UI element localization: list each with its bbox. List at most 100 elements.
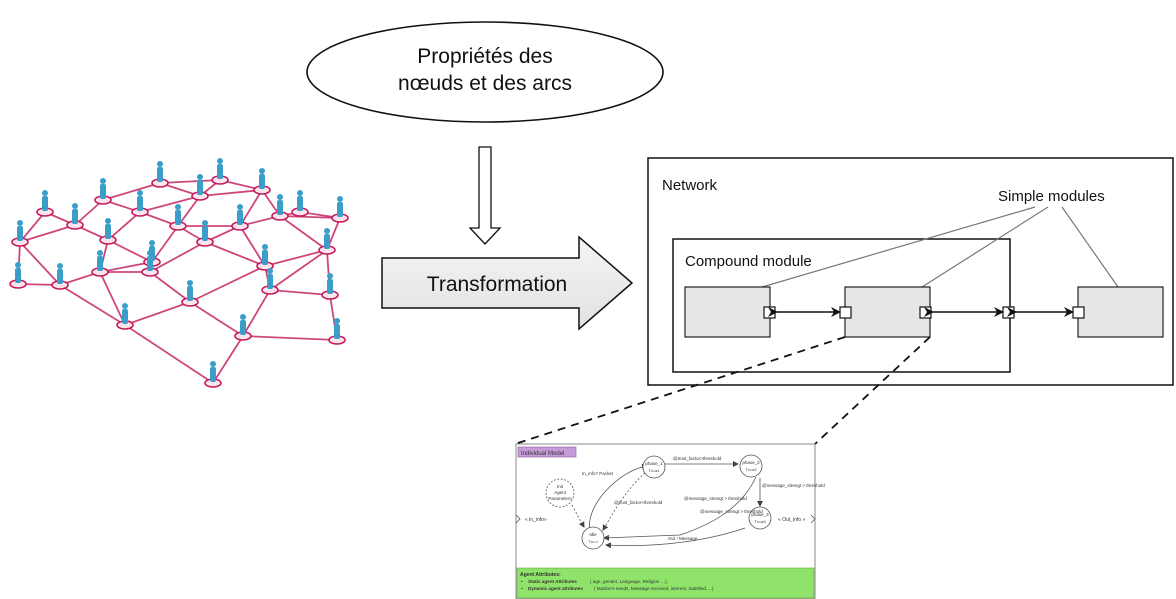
network-edge: [264, 249, 328, 267]
network-edge: [99, 271, 126, 326]
simple-module-3: [1077, 286, 1164, 338]
person-icon: [91, 250, 109, 277]
attributes-dynamic-label: Dynamic agent attributes: [528, 586, 583, 591]
network-edge: [74, 199, 104, 226]
state-idle-name: Idle: [589, 532, 597, 537]
network-edge: [99, 261, 153, 273]
person-icon: [191, 174, 209, 201]
network-edge: [242, 335, 338, 341]
state-phase1-name: phase_1: [645, 461, 663, 466]
social-network-illustration: [9, 158, 349, 388]
svg-text:•: •: [521, 579, 523, 584]
network-edge: [269, 289, 331, 296]
network-edge: [19, 241, 61, 286]
transition-trust-below: @trust_factor<threshold: [614, 500, 663, 505]
person-icon: [318, 228, 336, 255]
transformation-arrow: Transformation: [381, 235, 634, 331]
transformation-label: Transformation: [427, 273, 567, 296]
person-icon: [211, 158, 229, 185]
network-edge: [239, 189, 263, 227]
gate-port: [763, 306, 776, 319]
person-icon: [131, 190, 149, 217]
network-edge: [107, 239, 153, 263]
attributes-static-label: Static agent Attributes: [528, 579, 577, 584]
simple-module-1: [684, 286, 771, 338]
gate-port: [1072, 306, 1085, 319]
ellipse-line-2: nœuds et des arcs: [398, 72, 572, 95]
person-icon: [9, 262, 27, 289]
person-icon: [261, 268, 279, 295]
network-edge: [124, 324, 214, 384]
network-edge: [107, 211, 141, 241]
agent-attributes-panel: [516, 567, 815, 599]
network-edge: [239, 225, 266, 267]
state-phase3-tx: Tx=a3: [754, 519, 766, 524]
person-icon: [36, 190, 54, 217]
gate-port: [919, 306, 932, 319]
properties-ellipse: Propriétés des nœuds et des arcs: [306, 21, 664, 123]
attributes-dynamic-values: ( Maslov's needs, Message received, inte…: [594, 586, 714, 591]
network-edge: [59, 284, 126, 326]
state-init-line2: Agent: [554, 490, 567, 495]
network-edge: [102, 182, 161, 201]
state-init-line3: Parameters: [548, 496, 572, 501]
transition-out-message: Out ! Message: [668, 536, 698, 541]
person-icon: [271, 194, 289, 221]
transition-message-right: @message_strengt > threshold: [762, 483, 825, 488]
state-idle-tx: Tx=-t: [588, 539, 598, 544]
network-edge: [149, 271, 191, 303]
person-icon: [11, 220, 29, 247]
person-icon: [321, 273, 339, 300]
network-edge: [204, 241, 266, 267]
gate-port: [839, 306, 852, 319]
person-icon: [328, 318, 346, 345]
zoom-line-left: [514, 336, 846, 445]
simple-module-2: [844, 286, 931, 338]
state-phase3-name: phase_3: [751, 512, 769, 517]
network-edge: [139, 195, 201, 213]
transition-trust-above: @trust_factor>threshold: [673, 456, 722, 461]
network-edge: [189, 301, 244, 337]
person-icon: [51, 263, 69, 290]
network-edge: [149, 241, 206, 273]
person-icon: [181, 280, 199, 307]
in-info-port: « in_info»: [525, 517, 547, 523]
person-icon: [196, 220, 214, 247]
network-edge: [19, 224, 76, 243]
attributes-static-values: ( age, gender, Language, Religion …),: [590, 579, 668, 584]
network-edge: [279, 215, 328, 251]
network-edge: [242, 289, 271, 337]
network-edge: [177, 195, 201, 227]
network-box: Network Simple modules Compound module: [647, 157, 1174, 386]
network-edge: [124, 301, 191, 326]
down-arrow-icon: [468, 146, 502, 245]
person-icon: [234, 314, 252, 341]
network-edge: [151, 225, 179, 263]
individual-model-header: [517, 446, 577, 458]
state-phase2-name: phase_2: [742, 460, 760, 465]
person-icon: [94, 178, 112, 205]
network-title: Network: [662, 177, 718, 194]
out-info-port: « Out_info »: [778, 517, 805, 523]
person-icon: [116, 303, 134, 330]
person-icon: [291, 190, 309, 217]
network-edge: [279, 215, 341, 219]
person-icon: [169, 204, 187, 231]
person-icon: [253, 168, 271, 195]
person-icon: [99, 218, 117, 245]
person-icon: [141, 250, 159, 277]
person-icon: [66, 203, 84, 230]
network-edge: [269, 249, 328, 291]
attributes-title: Agent Attributes:: [520, 572, 561, 578]
svg-text:•: •: [521, 586, 523, 591]
network-edge: [159, 179, 221, 184]
state-phase2-tx: Tx=a2: [745, 467, 757, 472]
person-icon: [231, 204, 249, 231]
zoom-line-right: [814, 336, 931, 445]
ellipse-line-1: Propriétés des: [417, 45, 552, 68]
network-edge: [199, 189, 263, 197]
person-icon: [331, 196, 349, 223]
network-edge: [212, 335, 244, 384]
gate-port: [1002, 306, 1015, 319]
